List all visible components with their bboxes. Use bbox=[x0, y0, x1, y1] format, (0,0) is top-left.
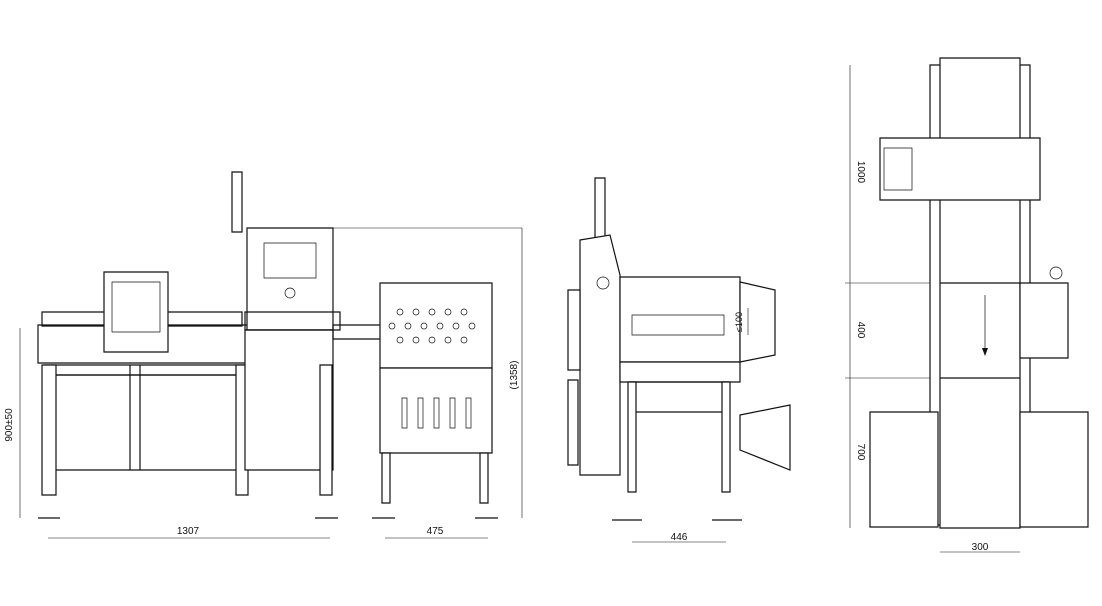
conveyor-belt bbox=[940, 58, 1020, 528]
dim-infeed: 1000 bbox=[855, 161, 866, 184]
signal-tower bbox=[595, 178, 605, 240]
control-panel bbox=[247, 228, 333, 330]
dim-cabinet-depth: 475 bbox=[427, 526, 444, 537]
reject-bin-left bbox=[870, 412, 938, 527]
dim-belt-width: 300 bbox=[972, 542, 989, 553]
touch-screen bbox=[264, 243, 316, 278]
dim-reject: 700 bbox=[855, 444, 866, 461]
dim-width: 446 bbox=[671, 532, 688, 543]
control-panel bbox=[1020, 283, 1068, 358]
top-view: 1000 400 700 300 bbox=[845, 58, 1088, 553]
metal-detector bbox=[104, 272, 168, 352]
dim-weigh: 400 bbox=[855, 322, 866, 339]
signal-tower bbox=[232, 172, 242, 232]
metal-detector bbox=[880, 138, 1040, 200]
reject-bin-right bbox=[1020, 412, 1088, 527]
dim-total-height: (1358) bbox=[509, 361, 520, 390]
side-view: 446 ≤100 bbox=[568, 178, 790, 543]
dim-product-height: ≤100 bbox=[734, 312, 744, 332]
front-view: 900±50 1307 475 (1358) bbox=[4, 172, 522, 538]
dim-height-adjust: 900±50 bbox=[4, 408, 15, 442]
dim-length: 1307 bbox=[177, 526, 200, 537]
